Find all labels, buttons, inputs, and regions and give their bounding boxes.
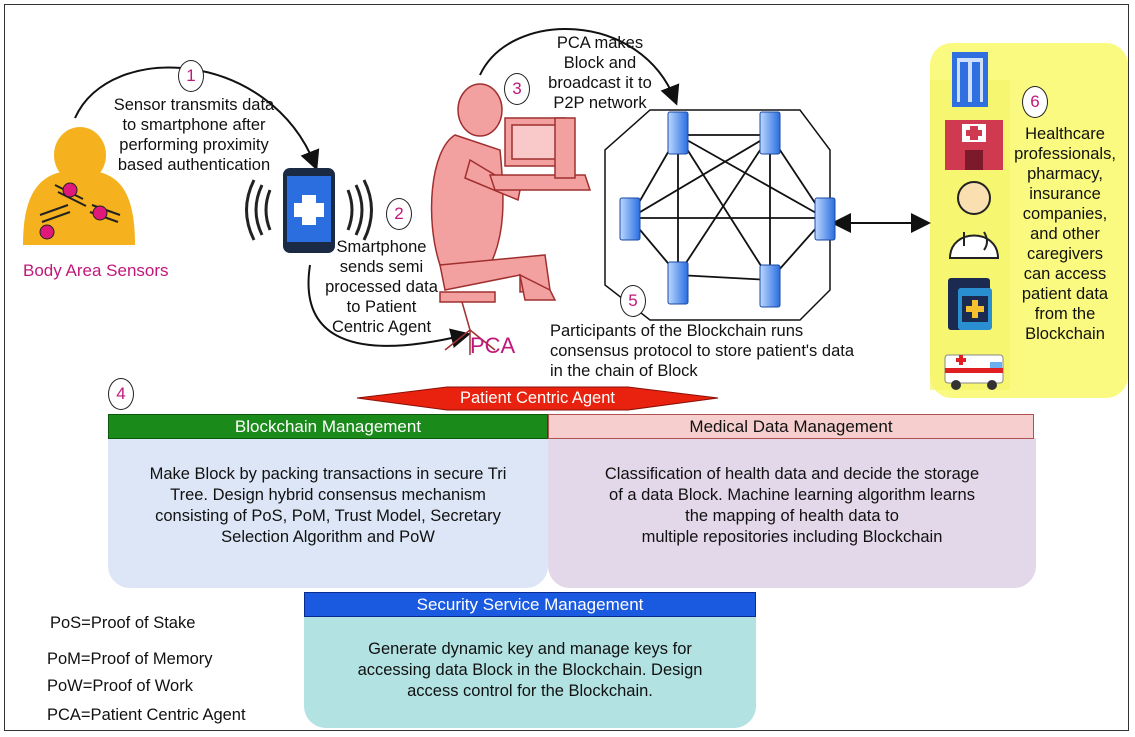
blockchain-network-links [629,134,826,281]
medical-data-management-panel [548,438,1036,588]
body-sensors-label: Body Area Sensors [23,261,169,280]
medical-data-management-header: Medical Data Management [548,414,1034,439]
security-service-management-text: Generate dynamic key and manage keys for… [357,640,703,700]
blockchain-management-text: Make Block by packing transactions in se… [149,465,507,546]
security-service-management-header: Security Service Management [304,592,756,617]
step-6-text: Healthcare professionals, pharmacy, insu… [1014,125,1116,343]
step-1-text: Sensor transmits data to smartphone afte… [113,96,275,174]
step-1-badge: 1 [178,60,204,92]
insurance-folder-icon [948,278,992,330]
blockchain-management-header: Blockchain Management [108,414,548,439]
hospital-icon [945,120,1003,170]
security-service-management-panel [304,615,756,728]
step-2-badge: 2 [386,198,412,230]
step-3-badge: 3 [504,73,530,105]
legend-pom: PoM=Proof of Memory [47,650,213,668]
step-5-badge: 5 [620,285,646,317]
step-5-text: Participants of the Blockchain runs cons… [550,322,855,380]
doctor-icon [948,181,1000,259]
medical-data-management-text: Classification of health data and decide… [604,465,980,546]
ambulance-icon [944,354,1004,390]
step-4-badge: 4 [108,378,134,410]
step-2-text: Smartphone sends semi processed data to … [325,238,438,336]
pca-person-at-computer-icon [430,83,592,355]
arrow-phone-to-pca [307,264,471,348]
arrow-pca-to-network [479,28,680,106]
diagram-frame [4,4,1129,731]
smartphone-medical-icon [245,168,373,253]
legend-pos: PoS=Proof of Stake [50,614,196,632]
step-6-badge: 6 [1022,86,1048,118]
network-ring [604,109,831,321]
legend-pca: PCA=Patient Centric Agent [47,706,246,724]
pca-banner-label: Patient Centric Agent [459,389,615,407]
body-sensor-person-icon [23,127,135,245]
blockchain-management-panel [108,438,548,588]
legend-pow: PoW=Proof of Work [47,677,193,695]
step-3-text: PCA makes Block and broadcast it to P2P … [548,34,652,112]
pca-label: PCA [470,333,516,358]
pca-banner-shape [356,386,719,411]
server-node-icon [619,111,836,308]
office-building-icon [952,52,988,107]
